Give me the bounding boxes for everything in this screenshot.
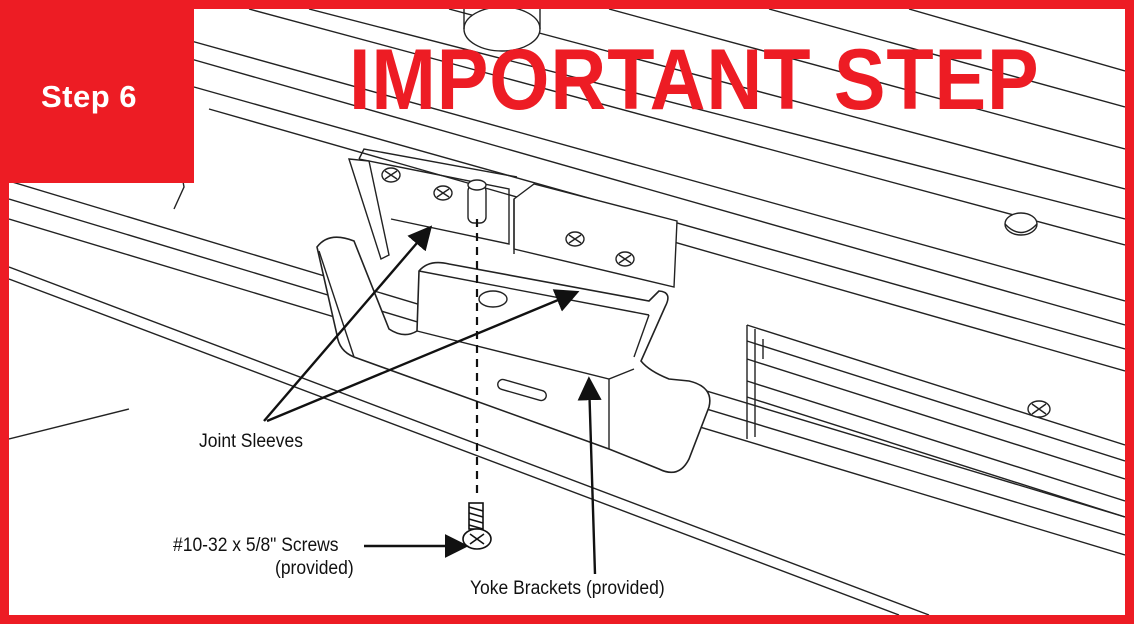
assembly-illustration bbox=[9, 9, 1125, 615]
phillips-screw-head-icon bbox=[565, 231, 585, 247]
page-title: IMPORTANT STEP bbox=[349, 32, 1040, 128]
callout-screws-line2: (provided) bbox=[275, 558, 354, 579]
yoke-bracket bbox=[316, 236, 711, 474]
arrow-icon bbox=[263, 225, 433, 422]
joint-sleeve-right bbox=[513, 183, 678, 288]
arrow-icon bbox=[266, 289, 580, 423]
side-extrusion bbox=[746, 324, 1125, 518]
callout-joint-sleeves: Joint Sleeves bbox=[199, 431, 303, 452]
phillips-screw-head-icon bbox=[1027, 400, 1051, 418]
callout-yoke-brackets: Yoke Brackets (provided) bbox=[470, 578, 665, 599]
rivet bbox=[1004, 212, 1038, 236]
phillips-screw-head-icon bbox=[433, 185, 453, 201]
arrow-icon bbox=[577, 376, 602, 575]
phillips-screw-head-icon bbox=[615, 251, 635, 267]
stop-post bbox=[467, 179, 487, 224]
callout-screws-line1: #10-32 x 5/8" Screws bbox=[173, 535, 339, 556]
phillips-screw-head-icon bbox=[381, 167, 401, 183]
joint-sleeve-left bbox=[348, 148, 518, 260]
step-badge: Step 6 bbox=[9, 9, 194, 183]
step-label: Step 6 bbox=[41, 79, 138, 114]
screw-icon bbox=[462, 502, 492, 550]
top-post bbox=[463, 9, 541, 52]
